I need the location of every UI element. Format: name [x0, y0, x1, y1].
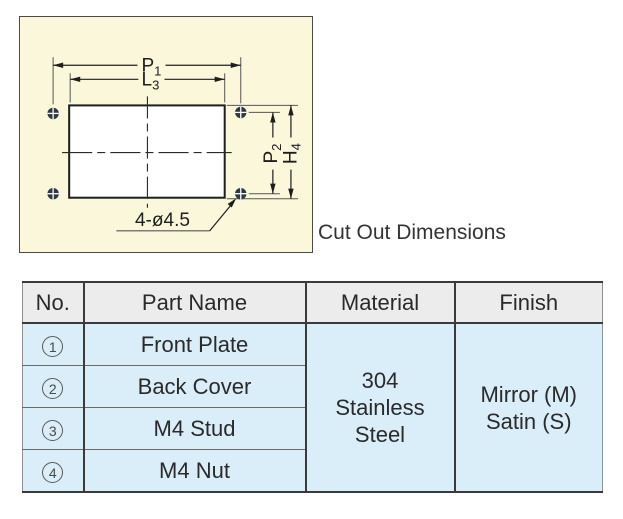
part-name-cell: M4 Stud [83, 407, 307, 450]
part-name-cell: Front Plate [83, 323, 307, 366]
row-number-cell: 3 [22, 407, 85, 450]
circled-number: 4 [42, 462, 64, 483]
screw-hole-icon [235, 106, 247, 119]
header-no: No. [22, 282, 85, 324]
screw-hole-icon [47, 187, 59, 200]
table-header-row: No. Part Name Material Finish [22, 282, 603, 324]
dim-label-p2: P2 [261, 144, 284, 164]
circled-number: 2 [42, 378, 64, 399]
dim-label-p1: P1 [141, 55, 161, 78]
dimension-p1: P1 [53, 55, 241, 78]
circled-number: 3 [42, 420, 64, 441]
part-name-cell: Back Cover [83, 365, 307, 408]
screw-hole-markers [47, 106, 247, 200]
part-name-cell: M4 Nut [83, 449, 307, 492]
row-number-cell: 1 [22, 323, 85, 366]
table-row: 3 M4 Stud [22, 407, 603, 450]
circled-number: 1 [42, 336, 64, 357]
table-row: 1 Front Plate 304 Stainless Steel Mirror… [22, 323, 603, 492]
hole-note-label: 4-ø4.5 [135, 210, 190, 231]
header-material: Material [305, 282, 456, 324]
finish-cell: Mirror (M) Satin (S) [454, 323, 603, 492]
center-lines [62, 96, 232, 208]
parts-spec-table: No. Part Name Material Finish 1 Front Pl… [22, 281, 603, 493]
screw-hole-icon [47, 107, 59, 120]
diagram-caption: Cut Out Dimensions [318, 221, 506, 244]
row-number-cell: 4 [22, 449, 85, 492]
cutout-diagram-panel: P1 L3 P2 H4 [19, 16, 313, 253]
row-number-cell: 2 [22, 365, 85, 408]
dim-label-h4: H4 [280, 143, 303, 164]
header-finish: Finish [454, 282, 603, 324]
material-cell: 304 Stainless Steel [305, 323, 456, 492]
hole-note: 4-ø4.5 [116, 198, 237, 232]
dimension-l3: L3 [70, 69, 225, 92]
screw-hole-icon [235, 187, 247, 200]
cutout-drawing: P1 L3 P2 H4 [47, 55, 303, 232]
table-row: 2 Back Cover [22, 365, 603, 408]
dim-label-l3: L3 [142, 69, 160, 92]
dimension-p2: P2 [261, 112, 284, 194]
table-row: 4 M4 Nut [22, 449, 603, 492]
header-part-name: Part Name [83, 282, 307, 324]
dimension-h4: H4 [280, 105, 303, 199]
